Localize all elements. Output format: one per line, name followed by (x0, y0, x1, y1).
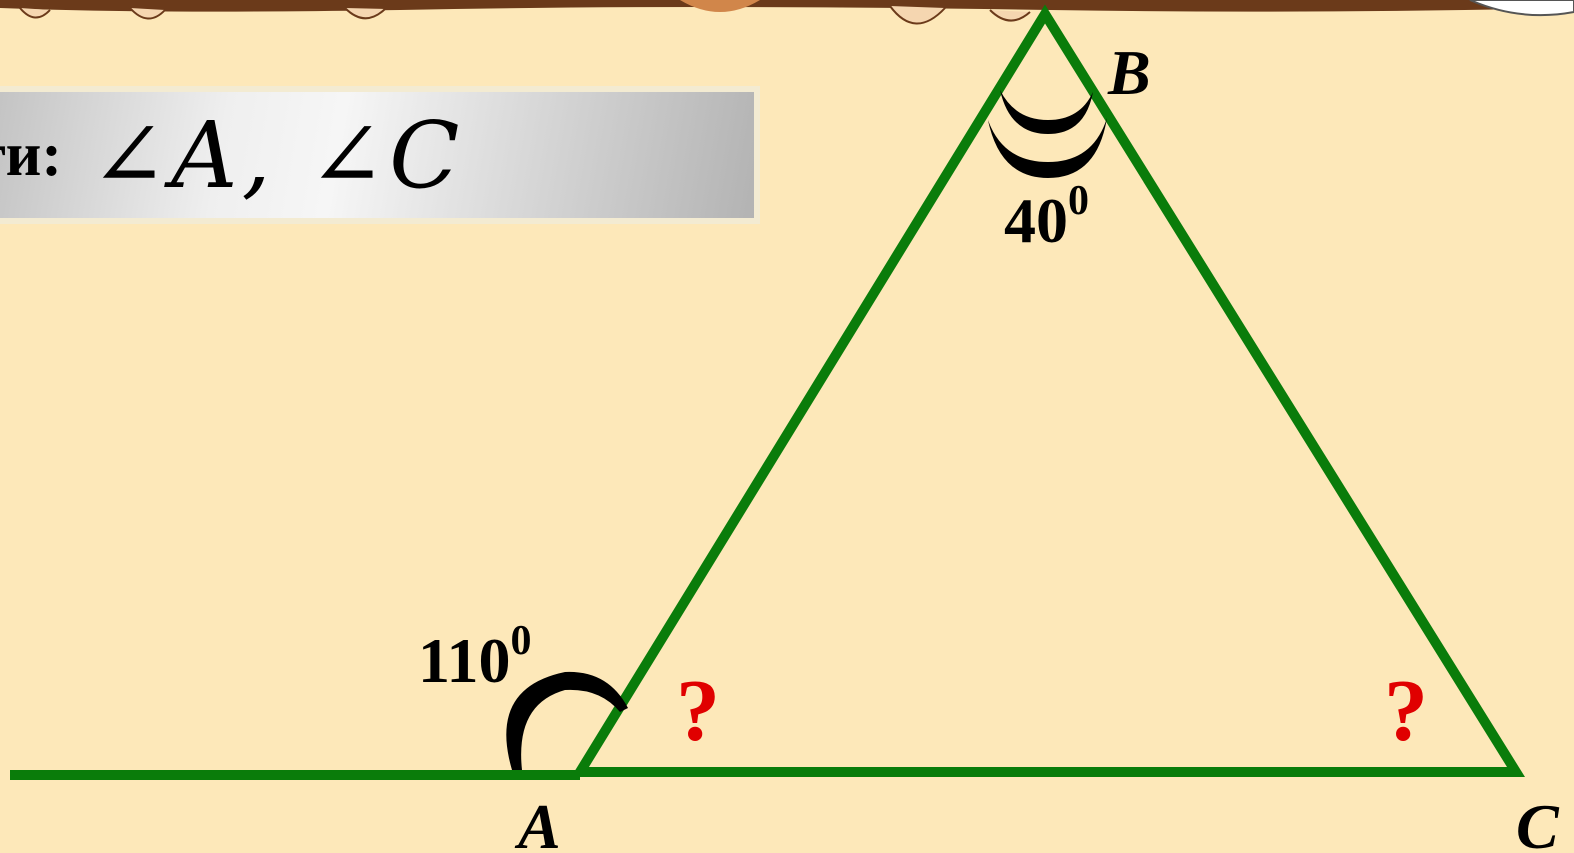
top-cartoon-border (0, 0, 1574, 25)
angle-b-degree: 0 (1068, 178, 1089, 224)
angle-b-arc-inner (1000, 90, 1093, 134)
angle-a-exterior-number: 110 (418, 625, 510, 696)
task-banner: іти: ∠A, ∠C (0, 86, 760, 224)
angle-b-arc-outer (988, 118, 1107, 178)
triangle-abc (571, 4, 1525, 777)
angle-a-exterior-value: 1100 (418, 618, 531, 696)
unknown-angle-a: ? (676, 663, 720, 760)
vertex-label-c: C (1516, 791, 1560, 853)
angle-b-value: 400 (1004, 178, 1089, 256)
angle-b-number: 40 (1004, 185, 1068, 256)
vertex-label-b: B (1107, 37, 1151, 108)
angle-a-exterior-degree: 0 (510, 618, 531, 664)
vertex-label-a: A (514, 791, 561, 853)
task-formula: ∠A, ∠C (90, 101, 464, 209)
unknown-angle-c: ? (1384, 663, 1428, 760)
angle-a-exterior-arc (506, 671, 628, 770)
task-label: іти: (0, 120, 63, 189)
